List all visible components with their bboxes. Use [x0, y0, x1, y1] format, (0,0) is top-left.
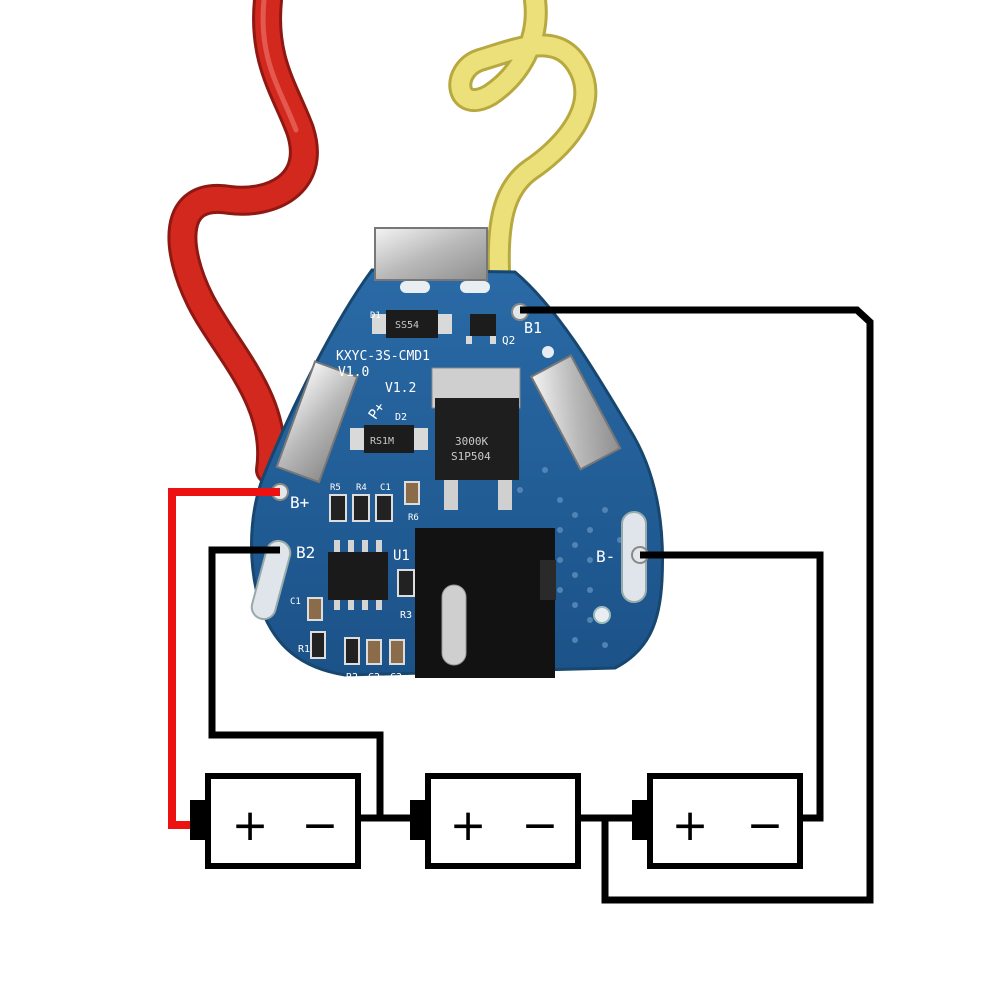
b1-label: B1	[524, 319, 542, 337]
version-right-label: V1.2	[385, 381, 416, 396]
red-lead-wire	[167, 0, 319, 485]
svg-text:D1: D1	[370, 311, 381, 321]
p-plus-label: P+	[366, 400, 389, 423]
right-contact-tab	[529, 354, 622, 471]
svg-text:C1: C1	[290, 597, 301, 607]
svg-text:+: +	[232, 800, 269, 851]
svg-text:R4: R4	[356, 483, 367, 493]
svg-text:C3: C3	[390, 672, 402, 683]
svg-text:−: −	[522, 800, 559, 851]
svg-text:U1: U1	[393, 548, 410, 564]
yellow-lead-wire	[448, 0, 598, 302]
svg-text:R3: R3	[400, 610, 412, 621]
silkscreen: KXYC-3S-CMD1 V1.0 V1.2 P+ B+ B2 B1 B- D1…	[290, 311, 615, 683]
battery-cell-3: + −	[632, 773, 803, 869]
b-plus-wire	[168, 488, 280, 829]
smd-resistors	[307, 481, 420, 665]
b-minus-label: B-	[596, 547, 615, 566]
power-fet	[415, 528, 556, 678]
mosfet: 3000K S1P504	[431, 367, 521, 510]
diagram-wires	[168, 306, 874, 904]
diode-d1: SS54	[372, 310, 452, 338]
bms-circuit-board: SS54 3000K S1P504 RS1M	[250, 227, 664, 683]
b-plus-label: B+	[290, 493, 309, 512]
version-left-label: V1.0	[338, 365, 369, 380]
battery-cell-2: + −	[410, 773, 581, 869]
svg-text:S1P504: S1P504	[451, 450, 491, 463]
svg-text:C1: C1	[380, 483, 391, 493]
svg-text:Q2: Q2	[502, 334, 515, 347]
svg-text:R6: R6	[408, 513, 419, 523]
svg-text:R2: R2	[346, 672, 358, 683]
svg-text:3000K: 3000K	[455, 435, 488, 448]
svg-text:SS54: SS54	[395, 320, 419, 331]
svg-text:R5: R5	[330, 483, 341, 493]
svg-text:C2: C2	[368, 672, 380, 683]
b1-wire	[520, 306, 874, 904]
svg-text:RS1M: RS1M	[370, 436, 394, 447]
b2-label: B2	[296, 543, 315, 562]
svg-text:−: −	[302, 800, 339, 851]
svg-text:R1: R1	[298, 644, 310, 655]
model-label: KXYC-3S-CMD1	[336, 349, 430, 364]
ic-u1	[328, 540, 388, 610]
svg-text:+: +	[672, 800, 709, 851]
transistor-q2	[466, 314, 496, 344]
battery-cell-1: + −	[190, 773, 361, 869]
diode-d2: RS1M	[350, 425, 428, 453]
top-contact-tab	[374, 227, 488, 281]
b2-wire	[208, 546, 384, 818]
b-minus-wire	[640, 551, 824, 822]
svg-text:D2: D2	[395, 412, 407, 423]
svg-text:−: −	[747, 800, 784, 851]
left-contact-tab	[275, 360, 359, 484]
svg-text:+: +	[450, 800, 487, 851]
